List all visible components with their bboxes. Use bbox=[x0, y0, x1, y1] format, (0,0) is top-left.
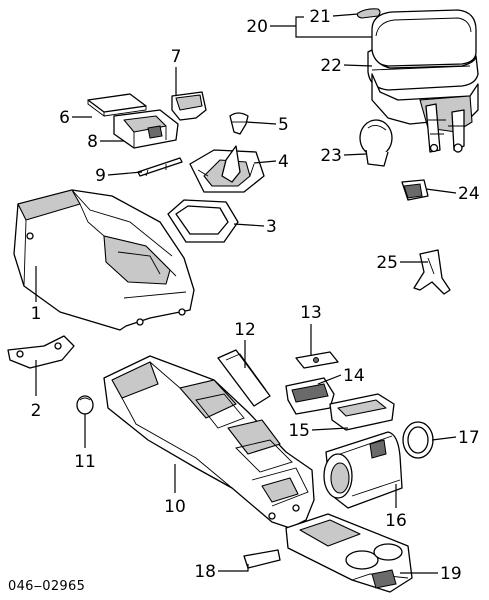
rear-tray-19 bbox=[285, 513, 413, 593]
callout-1: 1 bbox=[31, 304, 42, 324]
callout-3: 3 bbox=[266, 217, 277, 237]
armrest-lid-assembly bbox=[367, 9, 479, 153]
cup-holder-16 bbox=[323, 431, 403, 509]
callout-20: 20 bbox=[246, 17, 268, 37]
callout-21: 21 bbox=[309, 7, 331, 27]
callout-4: 4 bbox=[278, 152, 289, 172]
callout-23: 23 bbox=[320, 146, 342, 166]
round-holder-23 bbox=[359, 119, 393, 167]
callout-16: 16 bbox=[385, 511, 407, 531]
callout-22: 22 bbox=[320, 56, 342, 76]
slider-tray-12 bbox=[217, 349, 271, 407]
callout-7: 7 bbox=[171, 47, 182, 67]
callout-11: 11 bbox=[74, 452, 96, 472]
leader-14 bbox=[317, 374, 342, 385]
callout-8: 8 bbox=[87, 132, 98, 152]
leader-22 bbox=[343, 64, 373, 67]
leader-9 bbox=[107, 171, 143, 176]
leader-4 bbox=[253, 160, 277, 164]
callout-2: 2 bbox=[31, 401, 42, 421]
leader-lines bbox=[35, 13, 457, 574]
leader-18 bbox=[218, 564, 249, 572]
knob-5 bbox=[229, 112, 249, 135]
callout-25: 25 bbox=[376, 253, 398, 273]
callout-labels: 1 2 3 4 5 6 7 8 9 10 11 12 13 14 15 16 1… bbox=[31, 7, 480, 584]
leader-24 bbox=[425, 188, 457, 194]
tray-15 bbox=[329, 393, 395, 431]
leader-23 bbox=[343, 153, 367, 156]
callout-24: 24 bbox=[458, 184, 480, 204]
callout-12: 12 bbox=[234, 320, 256, 340]
round-cap-11 bbox=[76, 395, 94, 415]
front-console-1 bbox=[13, 189, 195, 331]
leader-20 bbox=[270, 16, 372, 38]
rear-console-10 bbox=[103, 355, 315, 529]
callout-17: 17 bbox=[458, 428, 480, 448]
bracket-25 bbox=[413, 249, 451, 295]
callout-13: 13 bbox=[300, 303, 322, 323]
callout-15: 15 bbox=[288, 421, 310, 441]
leader-5 bbox=[245, 121, 277, 125]
callout-18: 18 bbox=[194, 562, 216, 582]
small-cup-7 bbox=[171, 91, 207, 121]
shift-boot-4 bbox=[189, 145, 265, 193]
strap-9 bbox=[137, 157, 183, 177]
tray-box-8 bbox=[113, 109, 179, 149]
trim-ring-3 bbox=[167, 199, 239, 243]
diagram-reference-code: 046‒02965 bbox=[8, 579, 85, 594]
callout-5: 5 bbox=[278, 115, 289, 135]
callout-9: 9 bbox=[95, 166, 106, 186]
callout-14: 14 bbox=[343, 366, 365, 386]
callout-6: 6 bbox=[59, 108, 70, 128]
plate-13 bbox=[295, 351, 339, 369]
tray-lid-6 bbox=[87, 93, 147, 117]
leader-17 bbox=[431, 436, 457, 441]
ring-17 bbox=[402, 421, 434, 459]
callout-19: 19 bbox=[440, 564, 462, 584]
box-14 bbox=[285, 377, 335, 415]
leader-3 bbox=[233, 223, 265, 227]
strip-18 bbox=[243, 549, 281, 569]
bracket-2 bbox=[7, 335, 75, 369]
leader-15 bbox=[311, 427, 349, 431]
lid-cap-21 bbox=[356, 8, 381, 19]
box-clip-24 bbox=[401, 179, 429, 201]
leader-21 bbox=[332, 13, 359, 17]
callout-10: 10 bbox=[164, 497, 186, 517]
